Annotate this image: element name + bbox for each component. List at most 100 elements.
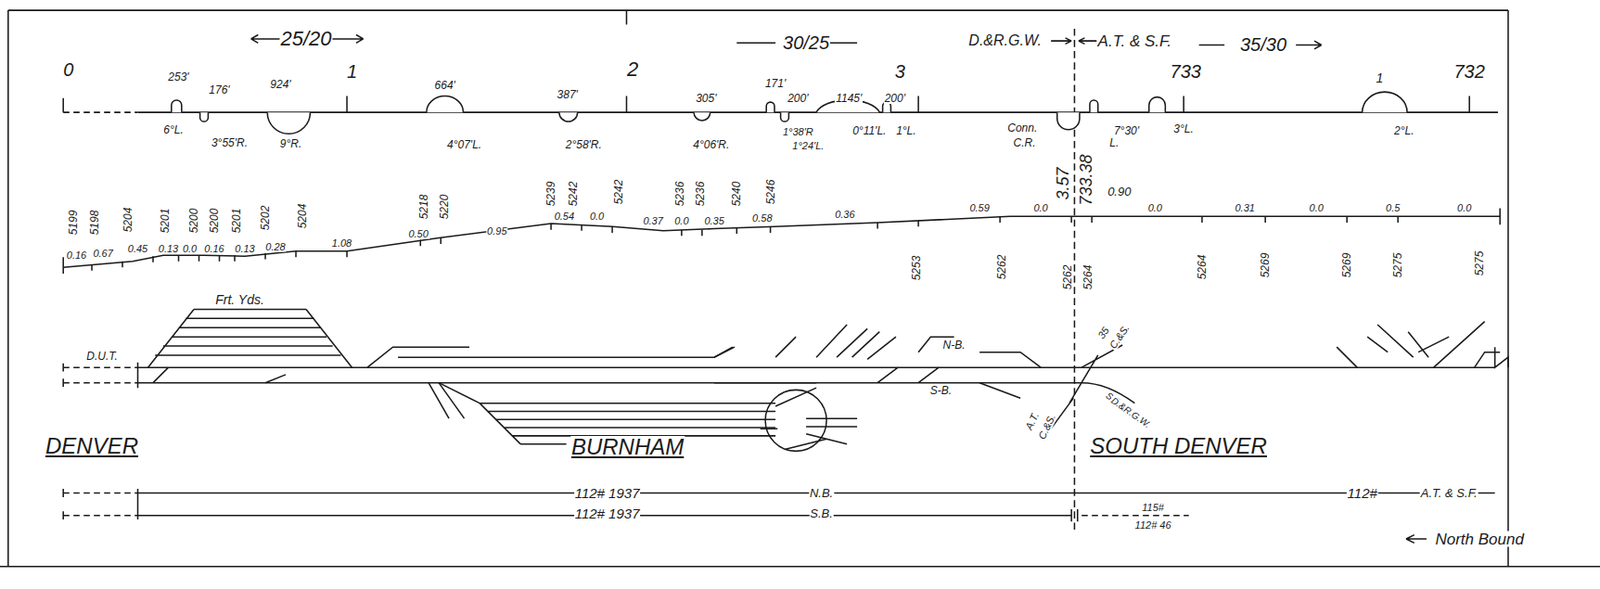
- rail-weight: 112# 1937: [574, 486, 641, 500]
- elevation: 5204: [296, 203, 308, 231]
- rail-weight: N.B.: [808, 486, 834, 500]
- rail-weight: 112#: [1346, 486, 1379, 500]
- grade-percent: 0.16: [65, 250, 88, 261]
- elevation: 5262: [996, 254, 1008, 282]
- rail-weight: 112# 1937: [574, 506, 641, 521]
- elevation: 5202: [259, 204, 271, 232]
- milepost: 2: [626, 59, 640, 80]
- curve-length: 664': [434, 79, 457, 91]
- elevation: 5269: [1259, 252, 1271, 280]
- curve-length: 924': [268, 78, 292, 90]
- track-label: S-B.: [929, 384, 953, 397]
- curve-degree: 3°L.: [1172, 123, 1194, 135]
- station-name: SOUTH DENVER: [1088, 435, 1268, 458]
- grade-percent: 0.37: [641, 215, 664, 226]
- station-number: 3.57: [1054, 166, 1072, 201]
- grade-percent: 0.0: [1456, 203, 1472, 214]
- elevation: 5204: [122, 205, 134, 233]
- grade-percent: 0.0: [1032, 203, 1049, 214]
- elevation: 5240: [730, 180, 743, 208]
- track-label: Frt. Yds.: [214, 293, 266, 307]
- elevation: 5253: [910, 255, 922, 282]
- grade-percent: 0.50: [407, 228, 429, 239]
- curve-length: 200': [786, 92, 809, 104]
- rail-weight: 115#: [1140, 501, 1165, 512]
- grade-percent: 0.0: [1147, 203, 1164, 214]
- grade-percent: 0.58: [751, 213, 773, 224]
- grade-percent: 0.45: [127, 243, 149, 255]
- milepost: 0: [62, 60, 75, 79]
- curve-degree: 4°06'R.: [691, 139, 730, 151]
- grade-percent: 0.0: [181, 243, 198, 255]
- grade-rule: 25/20: [279, 28, 333, 50]
- grade-percent: 0.0: [588, 211, 605, 222]
- elevation: 5264: [1196, 254, 1208, 282]
- curve-degree: 2°58'R.: [564, 139, 603, 151]
- curve-degree: Conn.: [1006, 122, 1038, 134]
- elevation: 5246: [765, 178, 777, 205]
- elevation: 5200: [208, 206, 220, 234]
- milepost: 1: [1374, 71, 1384, 85]
- grade-percent: 1.08: [331, 237, 353, 248]
- grade-percent: 0.0: [673, 215, 690, 226]
- elevation: 5264: [1082, 264, 1094, 292]
- elevation: 5242: [613, 178, 625, 205]
- elevation: 5218: [418, 193, 430, 221]
- curve-degree: 2°L.: [1393, 125, 1415, 137]
- railroad-name: D.&R.G.W.: [967, 33, 1043, 49]
- elevation: 5201: [230, 206, 243, 234]
- grade-percent: 0.0: [1308, 203, 1325, 214]
- track-label: N-B.: [942, 339, 967, 351]
- grade-percent: 0.59: [968, 203, 990, 214]
- curve-degree: 4°07'L.: [446, 139, 483, 151]
- track-label: D.U.T.: [85, 350, 119, 362]
- grade-percent: 0.5: [1384, 203, 1401, 214]
- curve-length: 387': [556, 89, 579, 101]
- curve-length: 176': [207, 84, 231, 96]
- elevation: 5275: [1392, 252, 1404, 280]
- grade-percent: 0.31: [1233, 203, 1255, 214]
- track-label: A.T.: [1024, 409, 1042, 433]
- rail-weight: A.T. & S.F.: [1420, 486, 1479, 500]
- curve-length: 305': [694, 92, 717, 104]
- milepost: 1: [345, 62, 359, 81]
- curve-length: 171': [764, 77, 787, 90]
- curve-degree: 1°38'R: [781, 126, 815, 137]
- curve-degree: 7°30': [1113, 125, 1140, 137]
- elevation: 5275: [1473, 249, 1485, 277]
- grade-rule: 30/25: [781, 33, 831, 52]
- grade-percent: 0.13: [233, 243, 256, 255]
- milepost: 732: [1453, 62, 1486, 81]
- elevation: 5236: [674, 180, 686, 208]
- elevation: 5198: [89, 208, 101, 236]
- curve-degree: 1°24'L.: [791, 140, 825, 152]
- grade-percent: 0.95: [486, 225, 508, 236]
- elevation: 5201: [159, 206, 171, 234]
- grade-percent: 0.13: [157, 243, 180, 255]
- curve-degree: 1°L.: [895, 125, 917, 137]
- station-number: 733.38: [1077, 153, 1095, 206]
- elevation: 0.90: [1106, 184, 1132, 197]
- curve-length: 1145': [834, 92, 863, 104]
- elevation: 5269: [1341, 252, 1353, 280]
- curve-degree: 3°55'R.: [210, 137, 249, 149]
- grade-percent: 0.16: [203, 243, 225, 255]
- elevation: 5242: [567, 180, 579, 208]
- elevation: 5199: [67, 208, 79, 236]
- elevation: 5262: [1062, 264, 1074, 292]
- curve-length: 200': [883, 92, 907, 104]
- elevation: 5220: [438, 193, 450, 221]
- track-label: 35: [1096, 324, 1113, 342]
- milepost: 3: [894, 62, 907, 81]
- curve-degree: 9°R.: [279, 138, 303, 150]
- elevation: 5200: [188, 206, 200, 234]
- elevation: 5236: [694, 180, 706, 208]
- rail-weight: 112# 46: [1134, 519, 1173, 530]
- grade-percent: 0.54: [553, 211, 576, 222]
- curve-degree: 6°L.: [162, 124, 184, 136]
- railroad-name: A.T. & S.F.: [1097, 33, 1173, 50]
- elevation: 5239: [545, 180, 557, 208]
- grade-rule: 35/30: [1239, 35, 1288, 54]
- station-name: BURNHAM: [570, 435, 685, 459]
- curve-degree: C.R.: [1012, 137, 1037, 149]
